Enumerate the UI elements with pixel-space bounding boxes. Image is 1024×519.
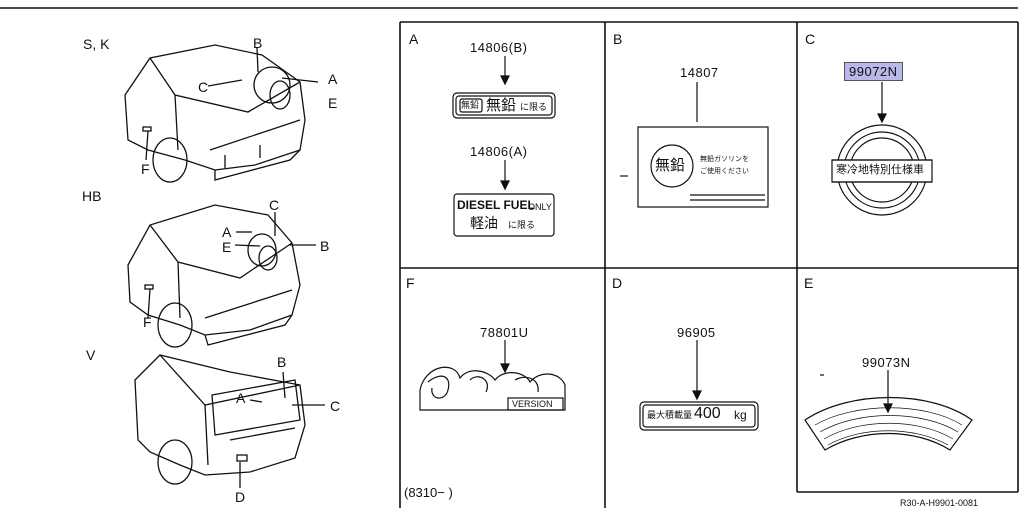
panel-c-graphics [831, 82, 933, 216]
part-number-99072n[interactable]: 99072N [844, 62, 903, 81]
callout-a: A [328, 71, 338, 87]
label-max-load-value: 400 [694, 405, 721, 422]
callout-b: B [320, 238, 330, 254]
label-max-load-unit: kg [734, 408, 747, 422]
part-number-78801u[interactable]: 78801U [480, 325, 529, 340]
label-unleaded-circle-text: 無鉛 [655, 157, 686, 174]
car-van-drawing [134, 354, 325, 488]
panel-b-graphics [620, 82, 769, 208]
panel-f-letter: F [406, 275, 415, 291]
label-diesel-text: DIESEL FUEL [457, 198, 535, 212]
part-number-14806b[interactable]: 14806(B) [470, 40, 528, 55]
label-unleaded-main: 無鉛 [486, 97, 517, 114]
label-diesel-suffix: に限る [508, 220, 536, 230]
view-title-sk: S, K [83, 36, 110, 52]
car-hatchback-drawing [127, 204, 316, 348]
panel-b-letter: B [613, 31, 623, 47]
part-number-99073n[interactable]: 99073N [862, 355, 911, 370]
callout-e: E [328, 95, 338, 111]
label-max-load-prefix: 最大積載量 [647, 410, 693, 420]
label-diesel-only: ONLY [528, 202, 552, 212]
callout-e: E [222, 239, 232, 255]
panel-a-graphics [452, 56, 556, 237]
view-title-hb: HB [82, 188, 102, 204]
label-unleaded-small: 無鉛 [461, 100, 480, 110]
part-number-96905[interactable]: 96905 [677, 325, 716, 340]
label-diesel-kanji: 軽油 [470, 215, 498, 231]
label-unleaded-line1: 無鉛ガソリンを [700, 156, 749, 163]
badge-cold-region-text: 寒冷地特別仕様車 [836, 164, 924, 176]
panel-e-letter: E [804, 275, 814, 291]
part-number-14807[interactable]: 14807 [680, 65, 719, 80]
callout-c: C [330, 398, 341, 414]
part-number-14806a[interactable]: 14806(A) [470, 144, 528, 159]
callout-f: F [141, 161, 150, 177]
panel-d-graphics [639, 340, 759, 431]
callout-c: C [198, 79, 209, 95]
callout-a: A [236, 390, 246, 406]
panel-e-graphics [804, 370, 973, 451]
panel-f-graphics [419, 340, 566, 411]
panel-a-letter: A [409, 31, 419, 47]
callout-f: F [143, 314, 152, 330]
car-sedan-drawing [124, 44, 319, 183]
callout-b: B [253, 35, 263, 51]
view-title-v: V [86, 347, 96, 363]
callout-c: C [269, 197, 280, 213]
emblem-version-text: VERSION [512, 399, 553, 409]
label-unleaded-line2: ご使用ください [700, 168, 749, 175]
panel-d-letter: D [612, 275, 623, 291]
production-date-range: (8310− ) [404, 485, 453, 500]
callout-a: A [222, 224, 232, 240]
panel-grid [0, 7, 1019, 508]
callout-b: B [277, 354, 287, 370]
callout-d: D [235, 489, 246, 505]
label-unleaded-suffix: に限る [520, 102, 548, 112]
panel-c-letter: C [805, 31, 816, 47]
diagram-reference-code: R30-A-H9901-0081 [900, 498, 979, 508]
